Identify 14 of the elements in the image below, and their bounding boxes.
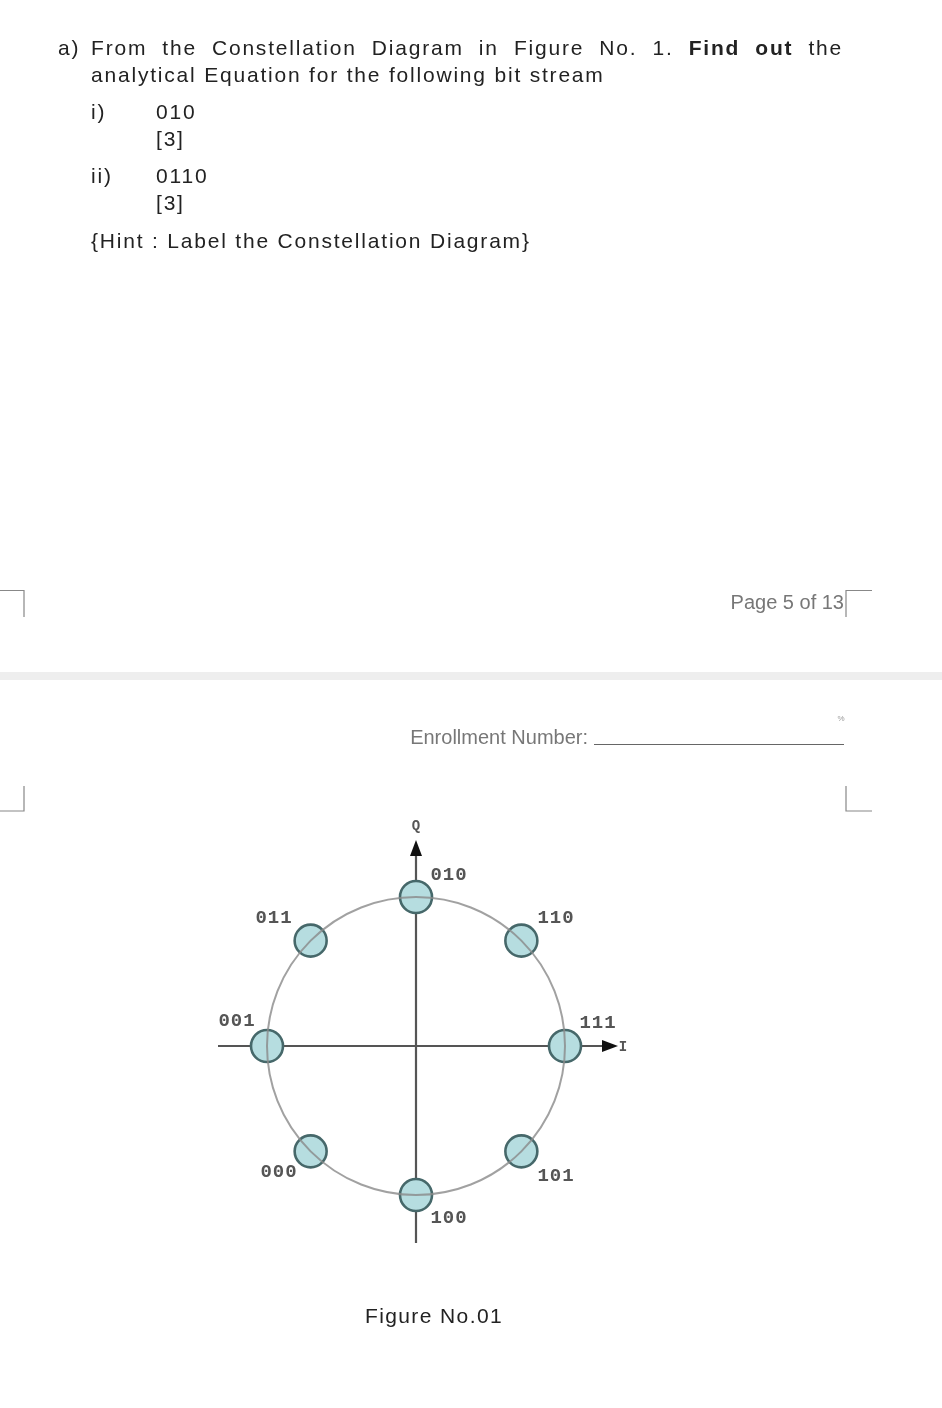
- figure-caption: Figure No.01: [364, 1304, 504, 1328]
- bit-stream: 010: [156, 99, 197, 125]
- list-marker: i): [91, 99, 107, 125]
- small-mark: %: [837, 713, 845, 723]
- marks-value: [3]: [156, 190, 185, 216]
- list-marker: ii): [91, 163, 113, 189]
- page-number: Page 5 of 13: [730, 590, 844, 614]
- question-text: From the Constellation Diagram in Figure No. 1. Find out the analytical Equation for the following bit stream: [91, 35, 843, 88]
- axis-label: Q: [411, 818, 421, 834]
- field-label: Enrollment Number:: [410, 725, 588, 749]
- hint-text: {Hint : Label the Constellation Diagram}: [91, 228, 531, 254]
- marks-value: [3]: [156, 126, 185, 152]
- bit-stream: 0110: [156, 163, 209, 189]
- list-marker: a): [58, 35, 81, 61]
